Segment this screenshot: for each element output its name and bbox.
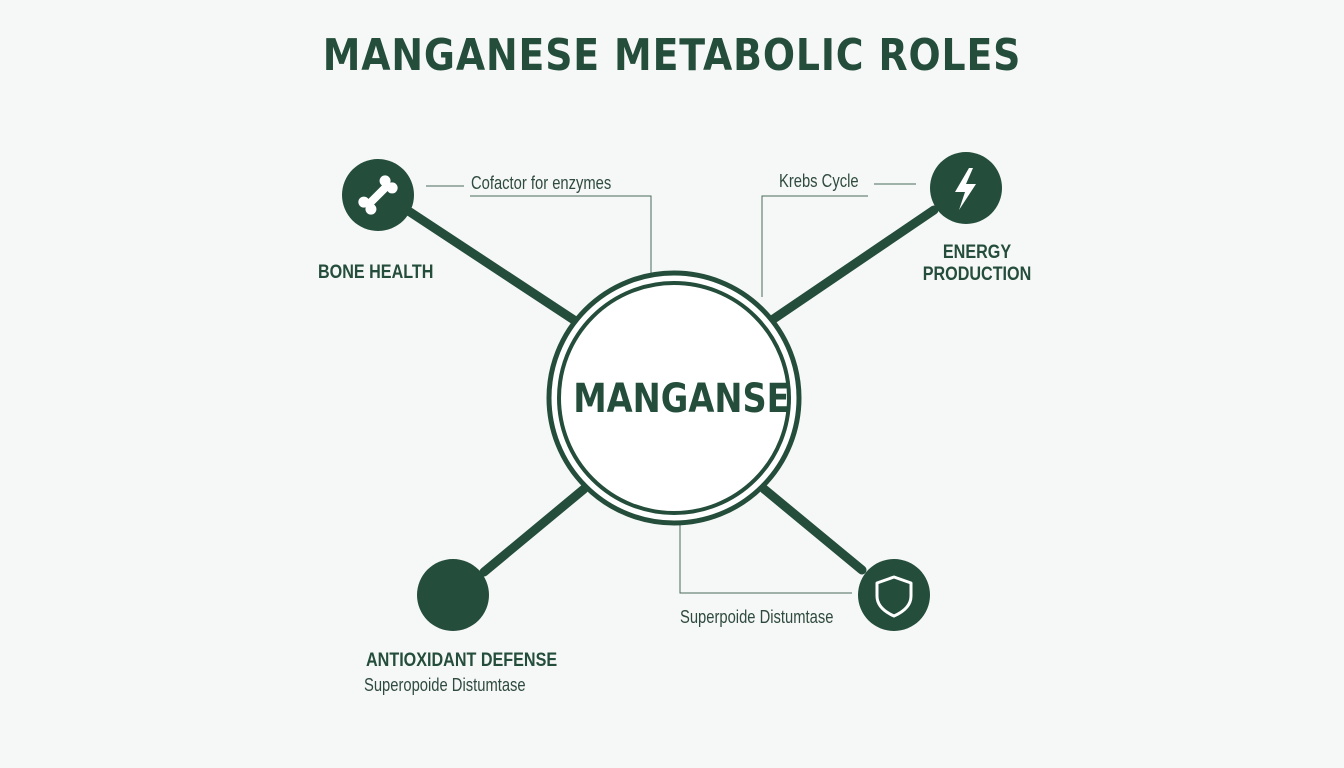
lightning-bolt-icon [955,168,976,210]
page-title: MANGANESE METABOLIC ROLES [322,30,1022,81]
energy-node [930,152,1002,224]
leader-krebs-drop [761,195,868,297]
shield-node [858,559,930,631]
spoke-shield [759,484,867,575]
label-energy-production: ENERGY PRODUCTION [912,242,1042,286]
shield-icon [875,575,913,618]
center-label: MANGANSE [573,376,790,422]
leader-superpoide [679,524,852,594]
label-energy-line2: PRODUCTION [922,264,1032,285]
label-antioxidant-defense: ANTIOXIDANT DEFENSE [366,650,558,671]
label-antioxidant-sublabel: Superopoide Distumtase [364,675,526,695]
annotation-cofactor: Cofactor for enzymes [471,173,612,193]
leader-cofactor-drop [470,195,652,273]
annotation-krebs: Krebs Cycle [779,171,859,191]
spoke-bone [405,207,582,327]
bone-icon [358,175,398,215]
bone-node [342,159,414,231]
center-inner-ring [557,281,791,515]
spoke-antioxidant [479,484,589,577]
spoke-energy [767,205,939,325]
label-energy-line1: ENERGY [942,242,1012,263]
label-bone-health: BONE HEALTH [318,262,434,283]
annotation-superpoide: Superpoide Distumtase [680,607,834,627]
antioxidant-node [417,559,489,631]
